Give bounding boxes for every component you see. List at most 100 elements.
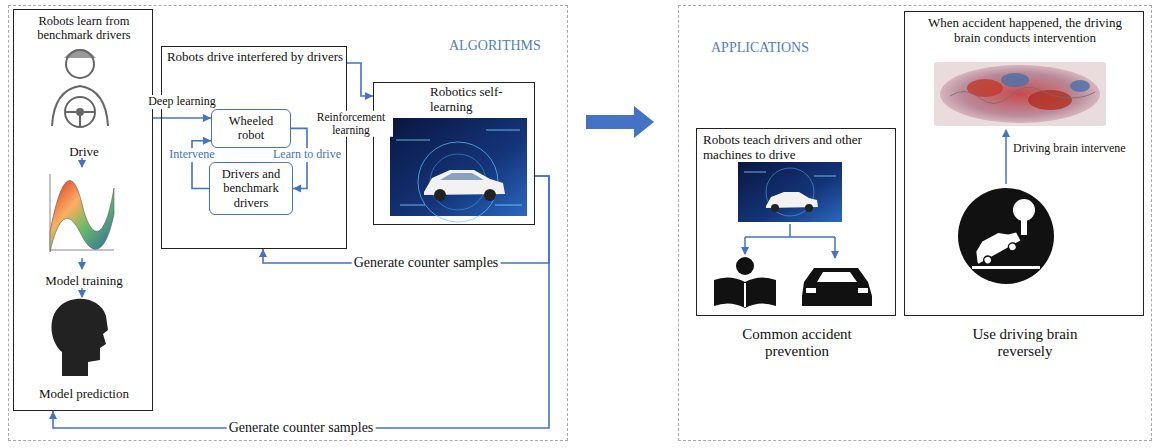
brain-image — [934, 62, 1106, 126]
car-wheel — [484, 189, 496, 201]
rounded-box: Drivers and benchmark drivers — [209, 162, 293, 215]
arrowhead — [203, 137, 211, 145]
steering-spokes — [65, 112, 95, 127]
head-silhouette — [52, 299, 108, 376]
arrowhead — [293, 185, 301, 193]
edge-label: Generate counter samples — [352, 255, 501, 271]
tech-car-image — [738, 162, 842, 222]
book — [714, 277, 776, 308]
brain — [940, 65, 1100, 123]
connector — [347, 63, 373, 100]
box-title: Robots teach drivers and other machines … — [703, 133, 891, 163]
image-ground — [738, 162, 842, 222]
arrowhead — [203, 114, 211, 122]
tree-crown — [1013, 199, 1035, 221]
car-silhouette — [802, 268, 872, 306]
brain-activity — [1070, 80, 1090, 92]
ground-line — [972, 266, 1040, 269]
car-body — [970, 225, 1021, 263]
edge-label: Learn to drive — [271, 148, 343, 162]
intervene-arrow — [1005, 130, 1007, 184]
box-title: Robots learn from benchmark drivers — [16, 14, 152, 43]
tech-lines — [396, 130, 522, 205]
box-label: Drivers and benchmark drivers — [214, 167, 288, 210]
car-wheel — [1007, 241, 1018, 252]
car-wheel — [771, 204, 779, 212]
process-box: Robotics self-learning — [373, 82, 535, 225]
connector — [259, 176, 549, 263]
process-box: Robots learn from benchmark driversDrive… — [13, 9, 153, 411]
car-light — [858, 288, 868, 293]
steering-wheel — [65, 97, 95, 127]
section-panel: APPLICATIONS Robots teach drivers and oth… — [678, 5, 1152, 441]
box-label: Wheeled robot — [216, 114, 286, 143]
step-label: Drive — [14, 145, 154, 160]
car-light — [806, 288, 816, 293]
rounded-box: Wheeled robot — [211, 109, 291, 148]
section-title: ALGORITHMS — [449, 38, 561, 54]
reader-icon — [714, 257, 776, 308]
brain-activity — [967, 79, 1003, 97]
connector-line — [347, 63, 373, 96]
section-panel: ALGORITHMS Robots learn from benchmark dr… — [8, 5, 568, 441]
arrow-label: Driving brain intervene — [1013, 142, 1141, 156]
brain-activity — [1028, 90, 1072, 110]
driver-head — [66, 50, 94, 78]
arrowhead — [49, 411, 57, 419]
arrowhead — [259, 249, 267, 257]
box-title: Robotics self-learning — [430, 85, 532, 115]
application-box: Robots teach drivers and other machines … — [696, 128, 896, 316]
crashed-car — [970, 225, 1023, 268]
flow-arrow — [81, 288, 83, 297]
box-title: When accident happened, the driving brai… — [915, 16, 1135, 46]
surface-plot — [50, 174, 114, 252]
steering-hub — [76, 108, 84, 116]
surface — [50, 181, 114, 252]
section-title: APPLICATIONS — [711, 40, 861, 56]
car-wheel — [434, 189, 446, 201]
tech-lines — [744, 172, 836, 176]
connector — [586, 106, 654, 138]
fork-arrow — [834, 237, 836, 258]
flow-arrow — [81, 158, 83, 167]
car-window — [817, 272, 857, 282]
step-label: Model prediction — [14, 387, 154, 402]
reader-head — [736, 257, 754, 275]
image-ground — [390, 118, 527, 216]
brain-activity — [1001, 73, 1029, 87]
fork-line — [745, 224, 835, 237]
crash-icon — [958, 188, 1054, 284]
edge-label: Generate counter samples — [227, 420, 376, 436]
box-title: Robots drive interfered by drivers — [166, 50, 344, 65]
fork-arrows — [745, 224, 835, 258]
driver-icon — [52, 49, 108, 127]
step-label: Model training — [14, 274, 154, 289]
application-box: When accident happened, the driving brai… — [904, 11, 1144, 316]
driver-body — [52, 86, 108, 126]
flow-arrow — [81, 258, 83, 269]
car-window — [440, 173, 484, 180]
edge-label: Reinforcement learning — [309, 111, 393, 137]
tech-car-image — [390, 118, 527, 222]
tree-trunk — [1021, 219, 1027, 235]
crash-disc — [958, 188, 1054, 284]
book-spine — [744, 283, 746, 307]
image-ground — [934, 62, 1106, 126]
block-arrow — [586, 106, 654, 138]
box-caption: Common accident prevention — [712, 326, 882, 361]
fork-arrow — [744, 237, 746, 254]
car-wheel — [982, 255, 993, 266]
arrowhead — [365, 92, 373, 100]
brain-folds — [950, 87, 1095, 103]
car-wheel — [805, 204, 813, 212]
car-icon — [802, 268, 872, 306]
connector-line — [263, 176, 549, 263]
box-caption: Use driving brain reversely — [955, 326, 1095, 361]
edge-label: Intervene — [167, 148, 216, 162]
edge-label: Deep learning — [146, 95, 218, 109]
